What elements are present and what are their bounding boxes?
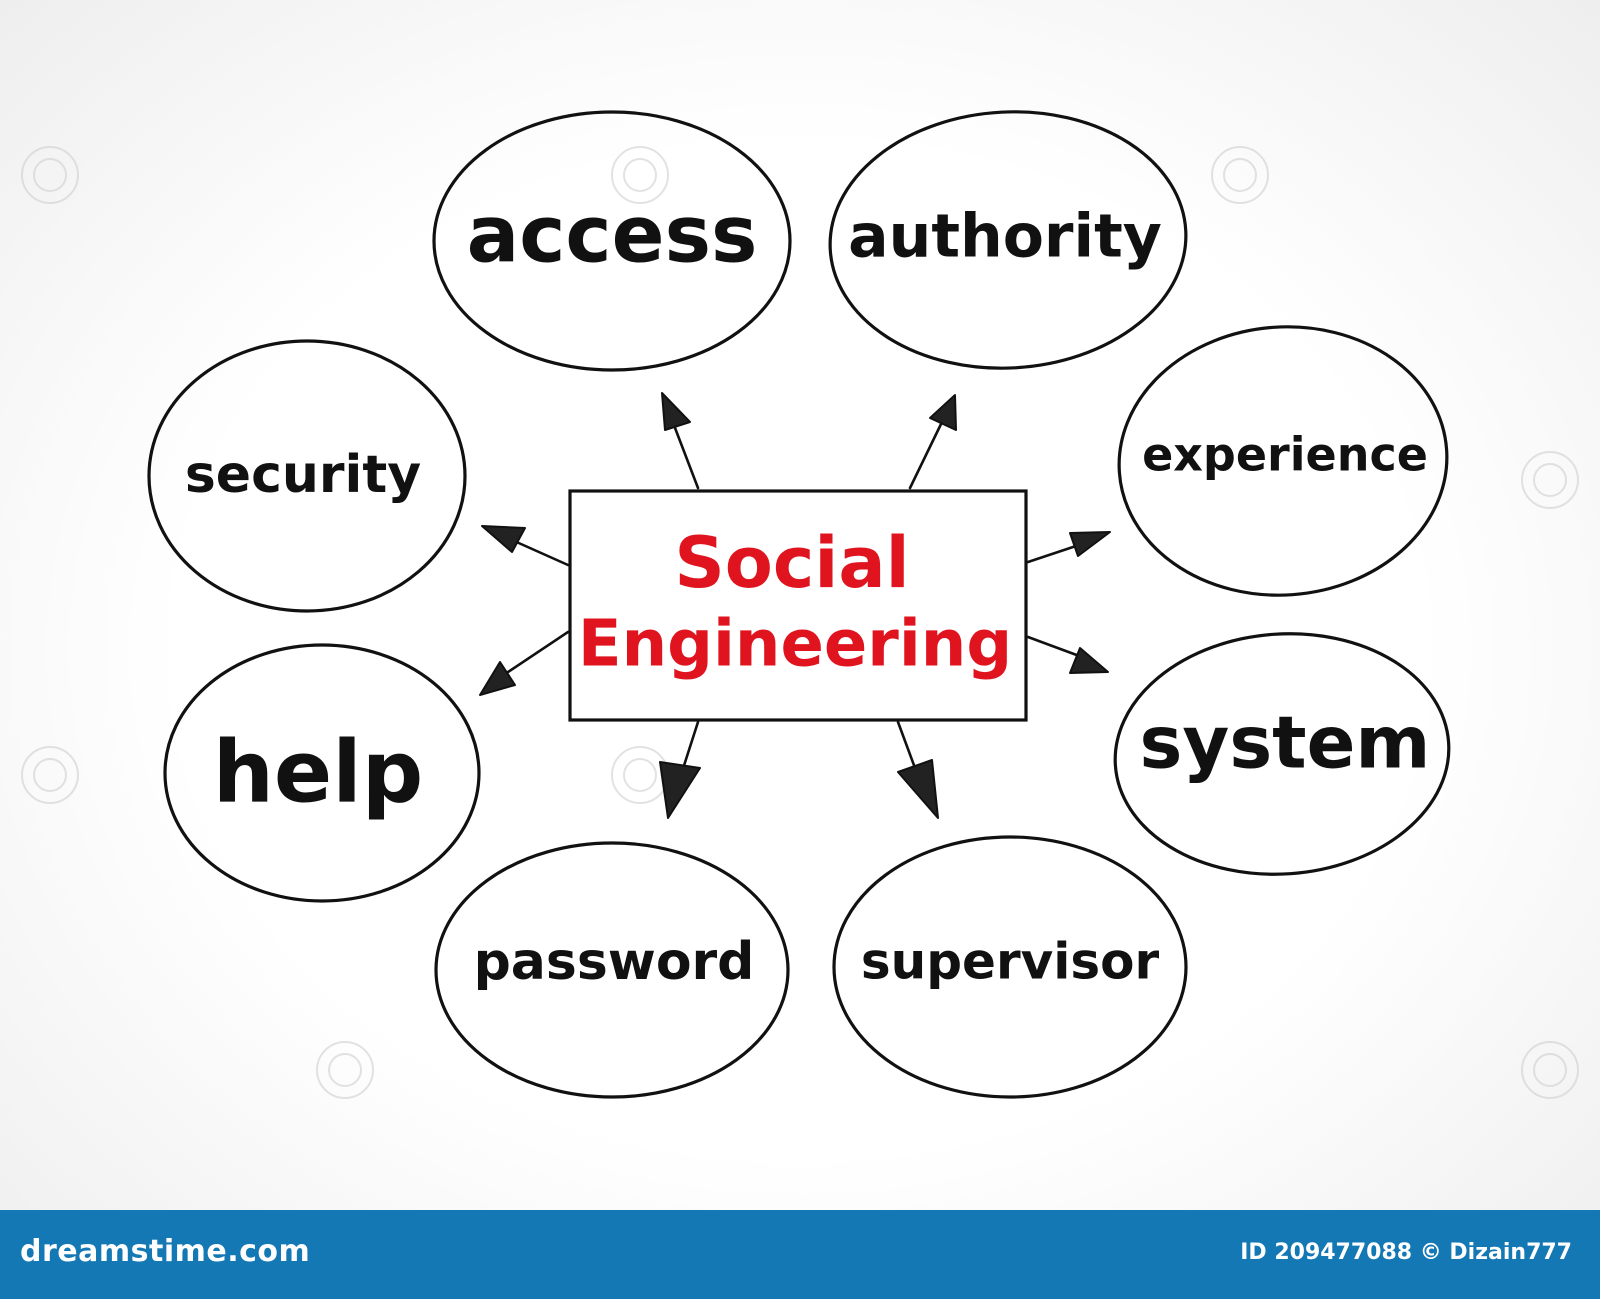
- mind-map-canvas: access authority security experience hel…: [21, 110, 1579, 1099]
- node-ellipse-supervisor: [832, 835, 1188, 1099]
- node-label-help: help: [213, 722, 424, 822]
- connector-arrows: [479, 392, 1111, 819]
- node-label-authority: authority: [848, 202, 1162, 272]
- node-ellipse-authority: [828, 110, 1188, 370]
- node-ellipse-access: [432, 110, 792, 372]
- node-label-password: password: [474, 932, 755, 992]
- node-label-security: security: [185, 445, 421, 505]
- center-box: [568, 489, 1028, 722]
- footer-logo[interactable]: dreamstime.com: [20, 1234, 311, 1269]
- footer-bar: dreamstime.com ID 209477088 © Dizain777: [0, 1210, 1600, 1299]
- node-label-access: access: [467, 190, 758, 280]
- center-title-line-1: Social: [674, 522, 909, 604]
- footer-image-id: ID 209477088 © Dizain777: [1240, 1240, 1572, 1265]
- node-ellipse-experience: [1117, 325, 1449, 597]
- node-ellipse-help: [163, 643, 481, 903]
- node-label-experience: experience: [1142, 428, 1428, 482]
- node-ellipse-system: [1113, 632, 1451, 876]
- node-ellipse-password: [434, 841, 790, 1099]
- center-title-line-2: Engineering: [578, 608, 1012, 682]
- node-label-system: system: [1140, 701, 1431, 785]
- node-label-supervisor: supervisor: [861, 933, 1160, 991]
- node-ellipse-security: [147, 339, 467, 613]
